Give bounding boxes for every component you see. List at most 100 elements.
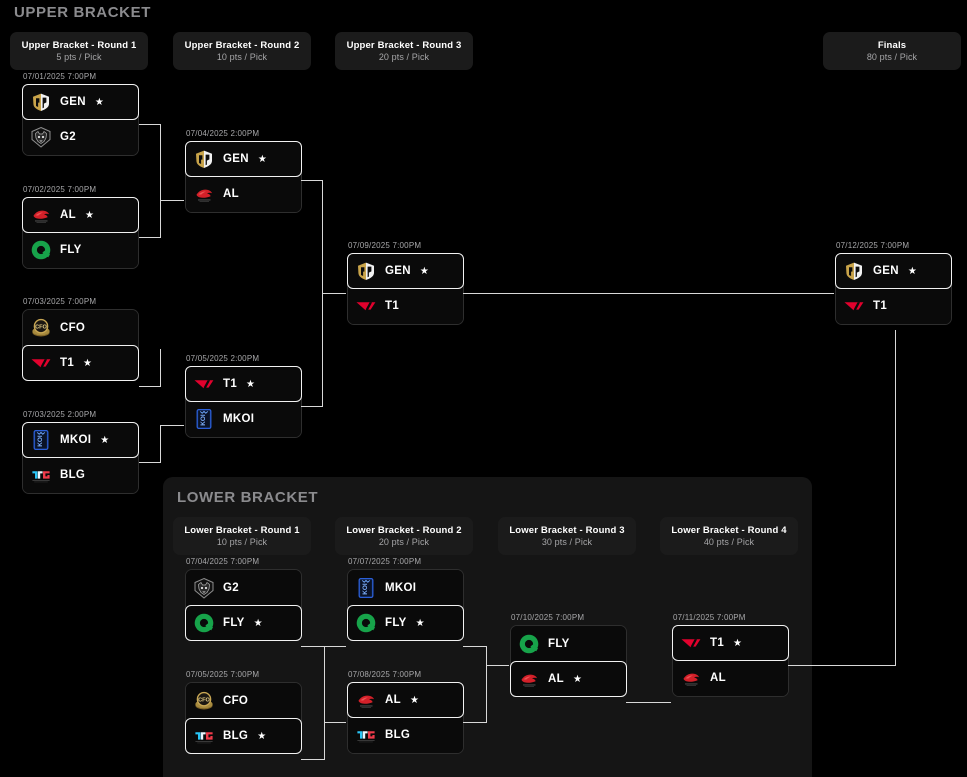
- team-row[interactable]: GEN ★: [185, 141, 302, 177]
- winner-star-icon: ★: [409, 694, 419, 706]
- team-row[interactable]: BLG: [23, 457, 138, 493]
- round-header-lb-r4[interactable]: Lower Bracket - Round 4 40 pts / Pick: [660, 517, 798, 555]
- match-lb2-m1[interactable]: 07/07/2025 7:00PM MKOI FLY ★: [347, 557, 464, 641]
- team-code: CFO: [223, 695, 249, 707]
- match-ub1-m4[interactable]: 07/03/2025 2:00PM MKOI ★ BLG: [22, 410, 139, 494]
- team-code: AL: [385, 694, 401, 706]
- match-lb3-m1[interactable]: 07/10/2025 7:00PM FLY AL ★: [510, 613, 627, 697]
- al-logo: [518, 668, 540, 690]
- round-points: 10 pts / Pick: [216, 52, 268, 62]
- match-box[interactable]: AL ★ BLG: [347, 682, 464, 754]
- team-row[interactable]: MKOI ★: [22, 422, 139, 458]
- match-lb1-m2[interactable]: 07/05/2025 7:00PM CFO BLG ★: [185, 670, 302, 754]
- match-box[interactable]: GEN ★ G2: [22, 84, 139, 156]
- team-row[interactable]: GEN ★: [347, 253, 464, 289]
- match-ub1-m3[interactable]: 07/03/2025 7:00PM CFO T1 ★: [22, 297, 139, 381]
- match-box[interactable]: MKOI ★ BLG: [22, 422, 139, 494]
- team-row[interactable]: T1 ★: [672, 625, 789, 661]
- al-logo: [193, 183, 215, 205]
- team-row[interactable]: BLG ★: [185, 718, 302, 754]
- gen-logo: [843, 260, 865, 282]
- match-ub2-m1[interactable]: 07/04/2025 2:00PM GEN ★ AL: [185, 129, 302, 213]
- match-date: 07/04/2025 2:00PM: [186, 129, 260, 138]
- team-row[interactable]: FLY: [23, 232, 138, 268]
- match-lb2-m2[interactable]: 07/08/2025 7:00PM AL ★ BLG: [347, 670, 464, 754]
- match-box[interactable]: GEN ★ AL: [185, 141, 302, 213]
- team-code: BLG: [60, 469, 86, 481]
- match-box[interactable]: CFO T1 ★: [22, 309, 139, 381]
- match-lb1-m1[interactable]: 07/04/2025 7:00PM G2 FLY ★: [185, 557, 302, 641]
- team-row[interactable]: FLY ★: [185, 605, 302, 641]
- team-row[interactable]: AL ★: [22, 197, 139, 233]
- team-row[interactable]: T1: [348, 288, 463, 324]
- round-points: 5 pts / Pick: [56, 52, 102, 62]
- team-row[interactable]: T1: [836, 288, 951, 324]
- team-row[interactable]: AL ★: [510, 661, 627, 697]
- round-title: Upper Bracket - Round 2: [184, 40, 300, 51]
- round-header-ub-r1[interactable]: Upper Bracket - Round 1 5 pts / Pick: [10, 32, 148, 70]
- match-lb4-m1[interactable]: 07/11/2025 7:00PM T1 ★ AL: [672, 613, 789, 697]
- team-code: G2: [223, 582, 239, 594]
- match-box[interactable]: T1 ★ AL: [672, 625, 789, 697]
- connector: [463, 293, 834, 294]
- blg-logo: [193, 725, 215, 747]
- match-ub1-m2[interactable]: 07/02/2025 7:00PM AL ★ FLY: [22, 185, 139, 269]
- team-row[interactable]: GEN ★: [22, 84, 139, 120]
- winner-star-icon: ★: [257, 153, 267, 165]
- winner-star-icon: ★: [415, 617, 425, 629]
- team-code: BLG: [223, 730, 249, 742]
- team-row[interactable]: T1 ★: [185, 366, 302, 402]
- team-code: GEN: [385, 265, 411, 277]
- match-box[interactable]: FLY AL ★: [510, 625, 627, 697]
- team-row[interactable]: G2: [23, 119, 138, 155]
- match-box[interactable]: T1 ★ MKOI: [185, 366, 302, 438]
- team-row[interactable]: MKOI: [186, 401, 301, 437]
- team-row[interactable]: T1 ★: [22, 345, 139, 381]
- connector: [626, 702, 671, 703]
- team-code: AL: [223, 188, 239, 200]
- team-row[interactable]: MKOI: [348, 570, 463, 606]
- team-code: FLY: [548, 638, 570, 650]
- match-box[interactable]: GEN ★ T1: [347, 253, 464, 325]
- al-logo: [30, 204, 52, 226]
- team-row[interactable]: GEN ★: [835, 253, 952, 289]
- match-ub2-m2[interactable]: 07/05/2025 2:00PM T1 ★ MKOI: [185, 354, 302, 438]
- t1-logo: [355, 295, 377, 317]
- match-box[interactable]: CFO BLG ★: [185, 682, 302, 754]
- match-ub1-m1[interactable]: 07/01/2025 7:00PM GEN ★ G2: [22, 72, 139, 156]
- match-finals[interactable]: 07/12/2025 7:00PM GEN ★ T1: [835, 241, 952, 325]
- round-header-ub-r3[interactable]: Upper Bracket - Round 3 20 pts / Pick: [335, 32, 473, 70]
- round-header-lb-r2[interactable]: Lower Bracket - Round 2 20 pts / Pick: [335, 517, 473, 555]
- connector: [160, 349, 161, 387]
- match-date: 07/02/2025 7:00PM: [23, 185, 97, 194]
- team-row[interactable]: FLY ★: [347, 605, 464, 641]
- round-header-ub-r2[interactable]: Upper Bracket - Round 2 10 pts / Pick: [173, 32, 311, 70]
- round-header-lb-r3[interactable]: Lower Bracket - Round 3 30 pts / Pick: [498, 517, 636, 555]
- match-box[interactable]: AL ★ FLY: [22, 197, 139, 269]
- team-row[interactable]: BLG: [348, 717, 463, 753]
- match-box[interactable]: GEN ★ T1: [835, 253, 952, 325]
- mkoi-logo: [30, 429, 52, 451]
- match-box[interactable]: MKOI FLY ★: [347, 569, 464, 641]
- round-header-finals[interactable]: Finals 80 pts / Pick: [823, 32, 961, 70]
- round-header-lb-r1[interactable]: Lower Bracket - Round 1 10 pts / Pick: [173, 517, 311, 555]
- match-date: 07/09/2025 7:00PM: [348, 241, 422, 250]
- team-row[interactable]: FLY: [511, 626, 626, 662]
- team-row[interactable]: AL: [186, 176, 301, 212]
- match-ub3-m1[interactable]: 07/09/2025 7:00PM GEN ★ T1: [347, 241, 464, 325]
- match-date: 07/07/2025 7:00PM: [348, 557, 422, 566]
- blg-logo: [30, 464, 52, 486]
- round-points: 30 pts / Pick: [541, 537, 593, 547]
- match-date: 07/10/2025 7:00PM: [511, 613, 585, 622]
- fly-logo: [193, 612, 215, 634]
- team-row[interactable]: CFO: [23, 310, 138, 346]
- connector: [788, 665, 896, 666]
- t1-logo: [30, 352, 52, 374]
- match-box[interactable]: G2 FLY ★: [185, 569, 302, 641]
- team-row[interactable]: AL ★: [347, 682, 464, 718]
- team-row[interactable]: AL: [673, 660, 788, 696]
- team-code: T1: [710, 637, 725, 649]
- team-row[interactable]: G2: [186, 570, 301, 606]
- team-code: FLY: [60, 244, 82, 256]
- team-row[interactable]: CFO: [186, 683, 301, 719]
